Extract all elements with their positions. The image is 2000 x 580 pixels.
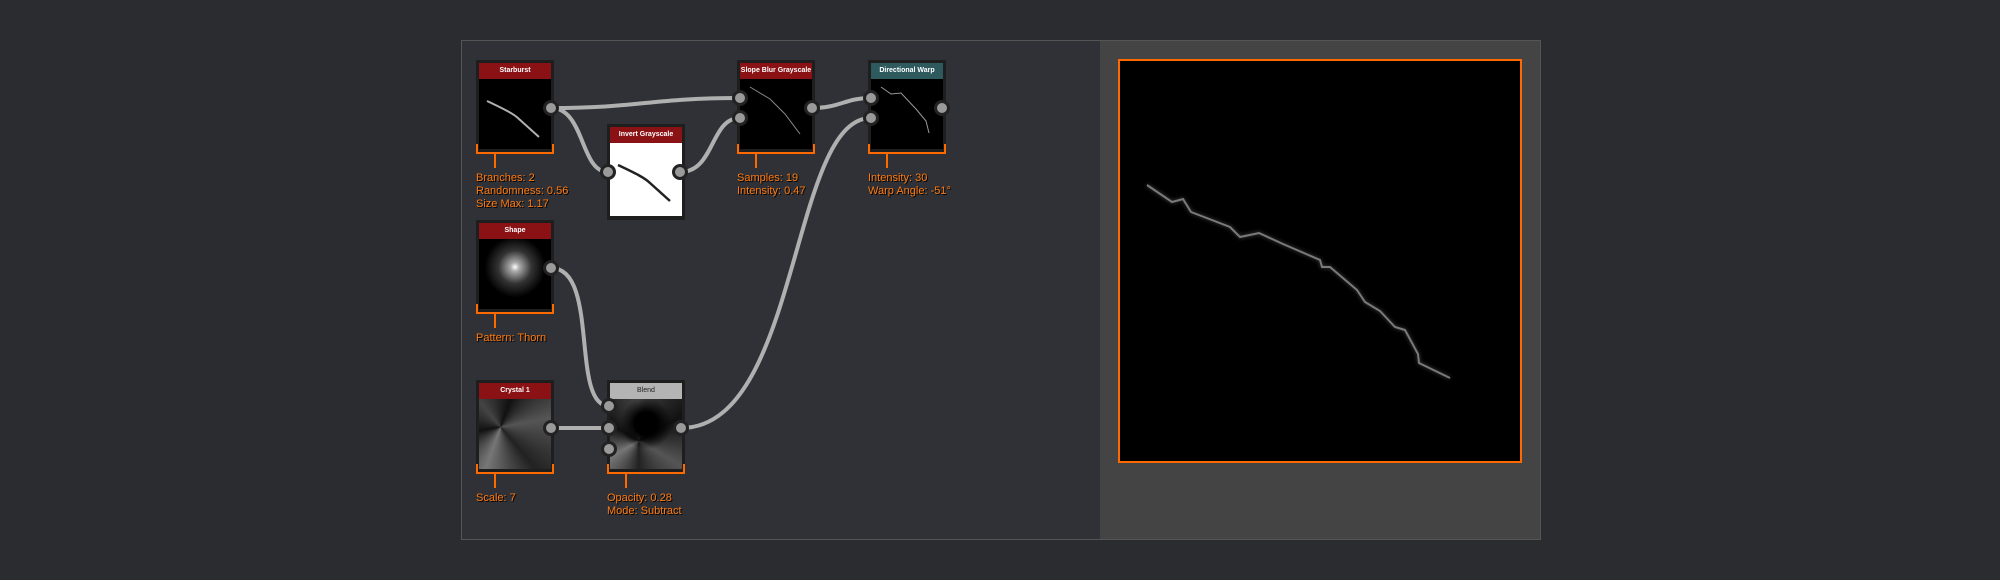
wires (550, 96, 872, 430)
output-port[interactable] (673, 420, 689, 436)
node-title: Invert Grayscale (610, 127, 682, 143)
node-title: Directional Warp (871, 63, 943, 79)
node-editor-window: Starburst Branches: 2 Randomness: 0.56 S… (461, 40, 1541, 540)
output-preview (1118, 59, 1522, 463)
input-port[interactable] (732, 90, 748, 106)
output-port[interactable] (672, 164, 688, 180)
node-params: Scale: 7 (476, 492, 516, 504)
node-thumbnail (610, 399, 682, 469)
preview-panel (1100, 41, 1540, 539)
node-thumbnail (479, 79, 551, 149)
node-title: Shape (479, 223, 551, 239)
input-port[interactable] (601, 420, 617, 436)
node-slope-blur-grayscale[interactable]: Slope Blur Grayscale (737, 60, 815, 168)
node-directional-warp[interactable]: Directional Warp (868, 60, 946, 168)
input-port[interactable] (600, 164, 616, 180)
node-thumbnail (740, 79, 812, 149)
node-title: Blend (610, 383, 682, 399)
node-params: Pattern: Thorn (476, 332, 547, 344)
node-starburst[interactable]: Starburst (476, 60, 554, 168)
input-port[interactable] (732, 110, 748, 126)
input-port[interactable] (601, 441, 617, 457)
wire-shape-blend (550, 266, 610, 408)
output-port[interactable] (543, 420, 559, 436)
wire-slopeblur-warp (811, 96, 872, 110)
wire-starburst-slopeblur (550, 96, 741, 110)
wire-starburst-invert (550, 106, 609, 174)
node-thumbnail (479, 399, 551, 469)
node-blend[interactable]: Blend (607, 380, 685, 488)
node-params: Intensity: 30 Warp Angle: -51° (868, 172, 951, 197)
input-port[interactable] (863, 90, 879, 106)
input-port[interactable] (863, 110, 879, 126)
node-title: Slope Blur Grayscale (740, 63, 812, 79)
wire-invert-slopeblur (679, 116, 741, 174)
lightning-render (1146, 184, 1451, 379)
wire-blend-warp (680, 116, 872, 430)
node-thumbnail (871, 79, 943, 149)
node-thumbnail (479, 239, 551, 309)
node-params: Branches: 2 Randomness: 0.56 Size Max: 1… (476, 172, 569, 210)
node-crystal[interactable]: Crystal 1 (476, 380, 554, 488)
node-title: Crystal 1 (479, 383, 551, 399)
node-title: Starburst (479, 63, 551, 79)
node-invert-grayscale[interactable]: Invert Grayscale (607, 124, 685, 220)
output-port[interactable] (804, 100, 820, 116)
node-params: Samples: 19 Intensity: 0.47 (737, 172, 806, 197)
output-port[interactable] (543, 260, 559, 276)
input-port[interactable] (601, 398, 617, 414)
node-shape[interactable]: Shape (476, 220, 554, 328)
node-params: Opacity: 0.28 Mode: Subtract (607, 492, 682, 517)
output-port[interactable] (934, 100, 950, 116)
node-thumbnail (610, 143, 682, 216)
node-graph-canvas[interactable]: Starburst Branches: 2 Randomness: 0.56 S… (462, 41, 1100, 539)
output-port[interactable] (543, 100, 559, 116)
